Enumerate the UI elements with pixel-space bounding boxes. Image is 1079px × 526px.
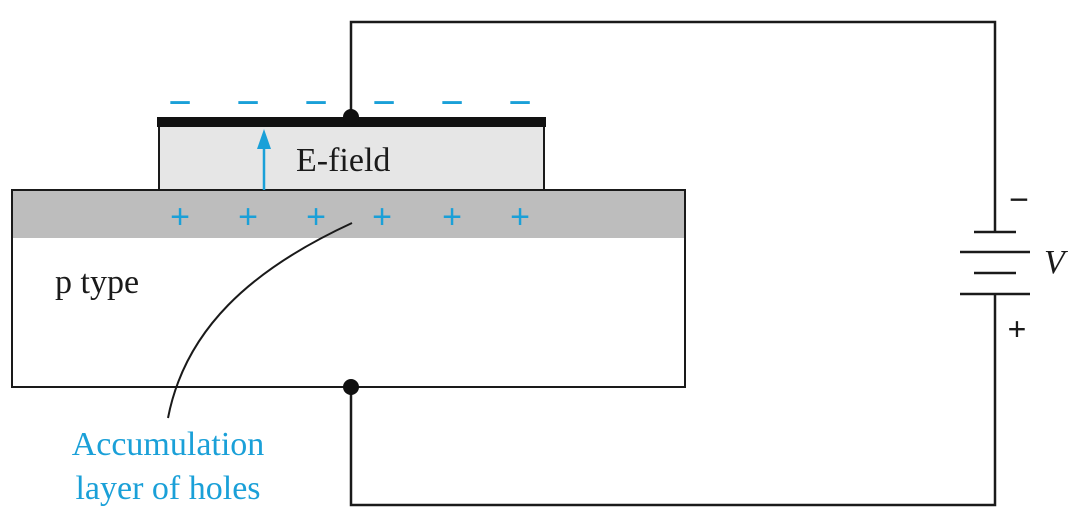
positive-charge-sign: + — [170, 198, 190, 236]
positive-charge-sign: + — [510, 198, 530, 236]
accumulation-pointer-line — [167, 222, 353, 419]
substrate-wire — [349, 294, 997, 507]
accumulation-caption-line1: Accumulation — [72, 426, 265, 463]
e-field-label: E-field — [296, 142, 390, 179]
negative-charge-sign: − — [236, 81, 259, 125]
voltage-label: V — [1044, 244, 1069, 281]
e-field-arrow — [257, 129, 271, 190]
accumulation-layer — [13, 191, 684, 238]
battery-negative-sign: − — [1009, 181, 1029, 219]
negative-charge-sign: − — [304, 81, 327, 125]
surface-positive-charges: + + + + + + — [170, 198, 530, 236]
negative-charge-sign: − — [168, 81, 191, 125]
substrate-contact-dot — [343, 379, 359, 395]
battery-positive-sign: + — [1008, 311, 1027, 347]
p-type-label: p type — [55, 264, 139, 301]
negative-charge-sign: − — [372, 81, 395, 125]
positive-charge-sign: + — [306, 198, 326, 236]
oxide-layer — [158, 123, 545, 191]
negative-charge-sign: − — [508, 81, 531, 125]
positive-charge-sign: + — [372, 198, 392, 236]
positive-charge-sign: + — [238, 198, 258, 236]
accumulation-caption-line2: layer of holes — [75, 470, 260, 507]
positive-charge-sign: + — [442, 198, 462, 236]
gate-contact-dot — [343, 109, 359, 125]
negative-charge-sign: − — [440, 81, 463, 125]
gate-negative-charges: −−−−−− — [168, 81, 531, 125]
battery-symbol — [960, 230, 1030, 296]
gate-wire — [349, 20, 997, 232]
